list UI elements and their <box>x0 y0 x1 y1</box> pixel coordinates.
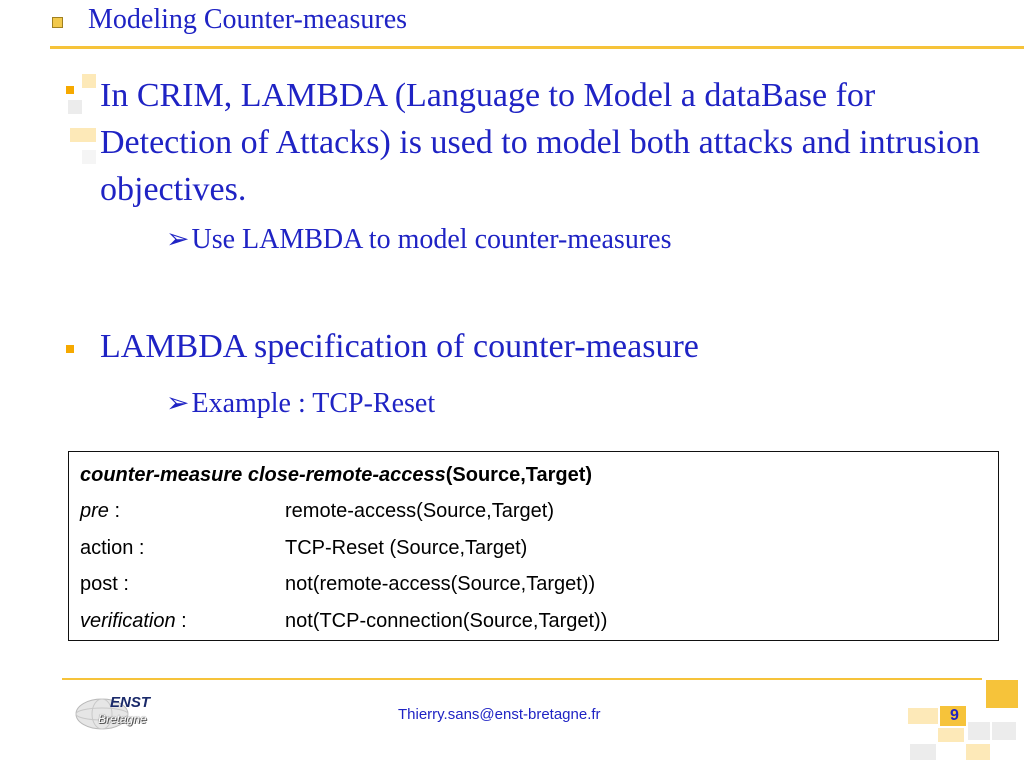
spec-box: counter-measure close-remote-access(Sour… <box>68 451 999 641</box>
bullet-1-text: In CRIM, LAMBDA (Language to Model a dat… <box>100 77 981 208</box>
decor-square <box>910 744 936 760</box>
decor-square <box>986 680 1018 708</box>
logo-enst: ENST <box>110 694 151 711</box>
spec-verification-key: verification : <box>80 610 187 632</box>
spec-header: counter-measure close-remote-access(Sour… <box>80 464 592 490</box>
spec-header-args: (Source,Target) <box>445 464 593 486</box>
page-number: 9 <box>950 707 959 724</box>
spec-pre-key: pre : <box>80 500 121 522</box>
footer-email: Thierry.sans@enst-bretagne.fr <box>398 706 601 723</box>
sub-bullet-2: ➢Example : TCP-Reset <box>166 386 435 420</box>
sub-bullet-1-text: Use LAMBDA to model counter-measures <box>191 224 672 255</box>
bullet-1-marker <box>66 86 74 94</box>
spec-post-value: not(remote-access(Source,Target)) <box>285 573 596 595</box>
spec-verification-value: not(TCP-connection(Source,Target)) <box>285 610 608 632</box>
title-underline <box>50 46 1024 49</box>
footer-rule <box>62 678 982 680</box>
slide-title: Modeling Counter-measures <box>88 4 408 35</box>
sub-bullet-1: ➢Use LAMBDA to model counter-measures <box>166 222 671 256</box>
decor-square <box>82 150 96 164</box>
bullet-2-text: LAMBDA specification of counter-measure <box>100 328 699 365</box>
decor-square <box>68 100 82 114</box>
spec-post-key: post : <box>80 573 129 595</box>
decor-square <box>82 74 96 88</box>
decor-square <box>968 722 990 740</box>
decor-square <box>940 706 966 726</box>
decor-square <box>992 722 1016 740</box>
arrow-bullet-icon: ➢ <box>166 224 190 255</box>
spec-pre-value: remote-access(Source,Target) <box>285 500 554 522</box>
sub-bullet-2-text: Example : TCP-Reset <box>191 388 436 419</box>
arrow-bullet-icon: ➢ <box>166 388 190 419</box>
spec-action-value: TCP-Reset (Source,Target) <box>285 537 528 559</box>
logo-bretagne: Bretagne <box>98 712 147 726</box>
title-bullet-icon <box>52 17 63 28</box>
spec-action-key: action : <box>80 537 145 559</box>
decor-square <box>966 744 990 760</box>
spec-header-keyword: counter-measure close-remote-access <box>80 464 446 486</box>
decor-square <box>938 728 964 742</box>
enst-bretagne-logo: ENST Bretagne <box>72 692 164 734</box>
bullet-2-marker <box>66 345 74 353</box>
decor-square <box>908 708 938 724</box>
decor-square <box>70 128 96 142</box>
logo-globe-icon <box>75 698 129 730</box>
